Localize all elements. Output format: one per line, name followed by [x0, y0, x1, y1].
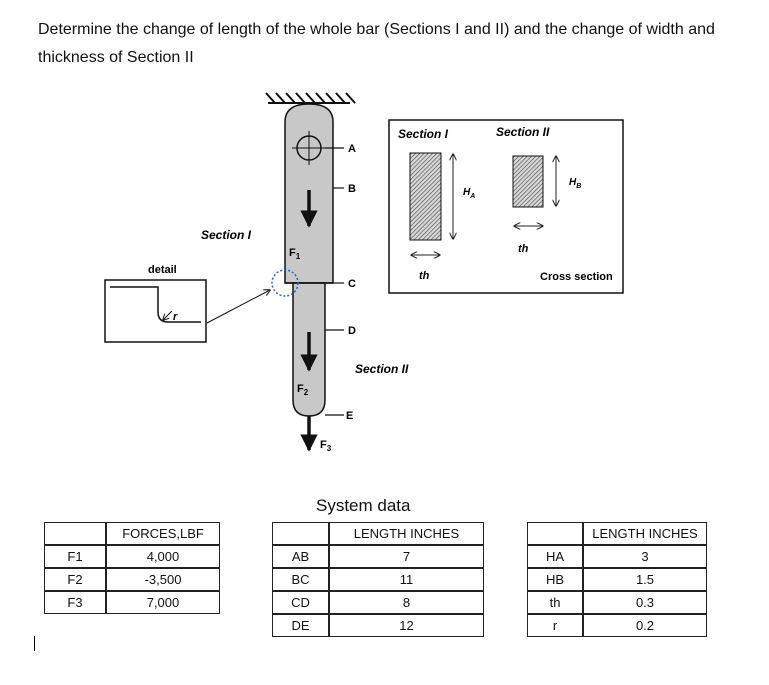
- forces-table: FORCES,LBF F1 4,000 F2 -3,500 F3 7,000: [44, 522, 220, 614]
- cross-section-caption: Cross section: [540, 271, 613, 283]
- table-row: HB 1.5: [527, 568, 707, 591]
- table-row: r 0.2: [527, 614, 707, 637]
- height-a-label: HA: [463, 187, 475, 200]
- detail-radius-label: r: [173, 311, 178, 323]
- table-cell: [272, 522, 329, 545]
- table-header-cell: LENGTH INCHES: [329, 522, 484, 545]
- table-cell: 12: [329, 614, 484, 637]
- point-label-e: E: [346, 410, 353, 422]
- table-cell: 0.3: [583, 591, 707, 614]
- table-cell: HA: [527, 545, 583, 568]
- table-row: BC 11: [272, 568, 484, 591]
- table-row: F2 -3,500: [44, 568, 220, 591]
- table-row: F1 4,000: [44, 545, 220, 568]
- table-cell: CD: [272, 591, 329, 614]
- table-cell: 0.2: [583, 614, 707, 637]
- table-row: LENGTH INCHES: [272, 522, 484, 545]
- table-row: HA 3: [527, 545, 707, 568]
- thickness-label-ii: th: [518, 243, 529, 255]
- table-cell: DE: [272, 614, 329, 637]
- table-cell: th: [527, 591, 583, 614]
- text-cursor: [34, 636, 35, 651]
- table-cell: r: [527, 614, 583, 637]
- section-i-label: Section I: [201, 228, 252, 242]
- section-i-cross-shape: [409, 152, 442, 241]
- table-cell: 7,000: [106, 591, 220, 614]
- table-cell: 7: [329, 545, 484, 568]
- table-cell: 3: [583, 545, 707, 568]
- table-cell: AB: [272, 545, 329, 568]
- problem-statement: Determine the change of length of the wh…: [38, 21, 715, 66]
- cross-section-i-title: Section I: [398, 127, 449, 141]
- table-cell: 4,000: [106, 545, 220, 568]
- table-row: th 0.3: [527, 591, 707, 614]
- table-row: F3 7,000: [44, 591, 220, 614]
- radius-arrow: [163, 310, 173, 320]
- dimensions-table: LENGTH INCHES HA 3 HB 1.5 th 0.3 r 0.2: [527, 522, 707, 637]
- table-header-cell: FORCES,LBF: [106, 522, 220, 545]
- table-cell: [44, 522, 106, 545]
- cross-section-ii-title: Section II: [496, 125, 550, 139]
- table-cell: 8: [329, 591, 484, 614]
- system-data-title: System data: [316, 496, 411, 515]
- table-row: CD 8: [272, 591, 484, 614]
- table-cell: F1: [44, 545, 106, 568]
- detail-marker-circle: [271, 269, 299, 297]
- detail-label: detail: [148, 264, 177, 276]
- table-cell: F2: [44, 568, 106, 591]
- table-row: FORCES,LBF: [44, 522, 220, 545]
- height-b-label: HB: [569, 177, 581, 190]
- table-cell: 1.5: [583, 568, 707, 591]
- force-f1-label: F1: [289, 247, 301, 261]
- point-label-a: A: [348, 143, 356, 155]
- point-label-b: B: [348, 183, 356, 195]
- table-cell: 11: [329, 568, 484, 591]
- table-cell: HB: [527, 568, 583, 591]
- table-cell: [527, 522, 583, 545]
- lengths-table: LENGTH INCHES AB 7 BC 11 CD 8 DE 12: [272, 522, 484, 637]
- table-cell: F3: [44, 591, 106, 614]
- force-f2-label: F2: [297, 383, 309, 397]
- table-row: LENGTH INCHES: [527, 522, 707, 545]
- table-cell: BC: [272, 568, 329, 591]
- section-ii-cross-shape: [512, 155, 544, 208]
- thickness-label-i: th: [419, 270, 430, 282]
- point-label-d: D: [348, 325, 356, 337]
- point-label-c: C: [348, 278, 356, 290]
- detail-box: [104, 279, 207, 343]
- fixed-support: [265, 92, 356, 104]
- force-f3-label: F3: [320, 439, 332, 453]
- detail-pointer-arrow: [206, 290, 270, 324]
- table-row: DE 12: [272, 614, 484, 637]
- table-row: AB 7: [272, 545, 484, 568]
- table-cell: -3,500: [106, 568, 220, 591]
- bar-diagram: A B C D E F1 F2 F3 Section I Section II …: [104, 92, 624, 453]
- section-ii-label: Section II: [355, 362, 409, 376]
- table-header-cell: LENGTH INCHES: [583, 522, 707, 545]
